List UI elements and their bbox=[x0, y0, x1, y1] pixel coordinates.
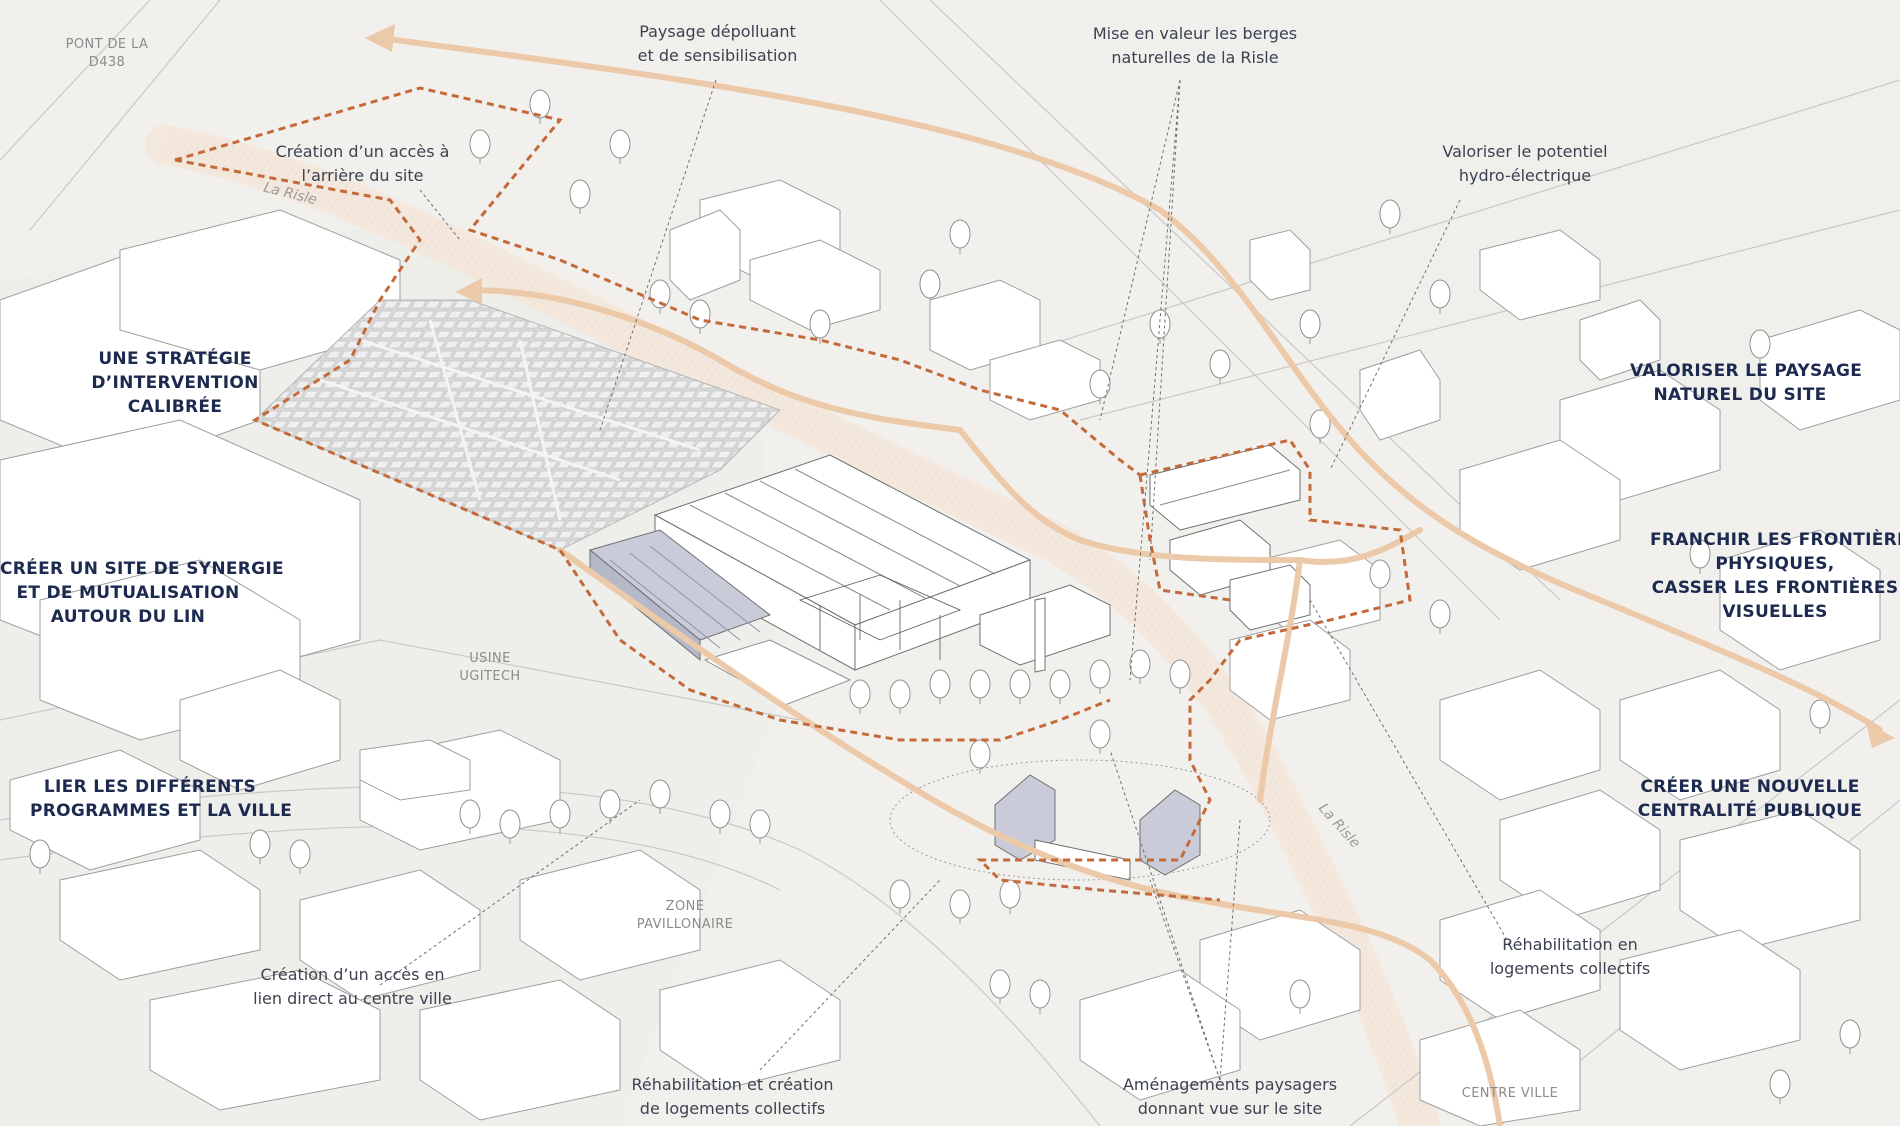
strategy-intervention-calibree: UNE STRATÉGIE D’INTERVENTION CALIBRÉE bbox=[91, 349, 259, 417]
annotation-acces-centre-ville: Création d’un accès en lien direct au ce… bbox=[253, 965, 452, 1008]
place-zone-pavillonaire: ZONE PAVILLONAIRE bbox=[636, 899, 734, 932]
strategy-valoriser-paysage: VALORISER LE PAYSAGE NATUREL DU SITE bbox=[1630, 361, 1863, 405]
context-buildings bbox=[0, 179, 1900, 1126]
new-housing bbox=[889, 759, 1271, 881]
place-pont-d438: PONT DE LA D438 bbox=[65, 37, 149, 70]
place-usine-ugitech: USINE UGITECH bbox=[459, 651, 521, 684]
annotation-rehabilitation-creation: Réhabilitation et création de logements … bbox=[631, 1075, 834, 1118]
strategy-franchir-frontieres: FRANCHIR LES FRONTIÈRES PHYSIQUES, CASSE… bbox=[1650, 530, 1900, 622]
strategy-site-synergie: CRÉER UN SITE DE SYNERGIE ET DE MUTUALIS… bbox=[0, 559, 284, 627]
annotation-rehabilitation-logements: Réhabilitation en logements collectifs bbox=[1489, 935, 1651, 978]
strategy-nouvelle-centralite: CRÉER UNE NOUVELLE CENTRALITÉ PUBLIQUE bbox=[1637, 777, 1863, 821]
annotation-amenagements-paysagers: Aménagements paysagers donnant vue sur l… bbox=[1122, 1075, 1338, 1118]
river bbox=[145, 125, 1440, 1126]
route-arrowheads bbox=[365, 24, 1895, 748]
strategy-lier-programmes: LIER LES DIFFÉRENTS PROGRAMMES ET LA VIL… bbox=[30, 777, 293, 821]
site-perimeter bbox=[174, 86, 1412, 902]
annotation-paysage-depolluant: Paysage dépolluant et de sensibilisation bbox=[637, 22, 798, 65]
annotation-berges-risle: Mise en valeur les berges naturelles de … bbox=[1092, 24, 1298, 67]
annotation-acces-arriere: Création d’un accès à l’arrière du site bbox=[275, 142, 450, 185]
circulation-routes bbox=[377, 35, 1883, 1126]
leader-lines bbox=[379, 79, 1511, 1081]
annotation-hydro-electrique: Valoriser le potentiel hydro-électrique bbox=[1442, 142, 1608, 185]
place-centre-ville: CENTRE VILLE bbox=[1461, 1086, 1559, 1101]
